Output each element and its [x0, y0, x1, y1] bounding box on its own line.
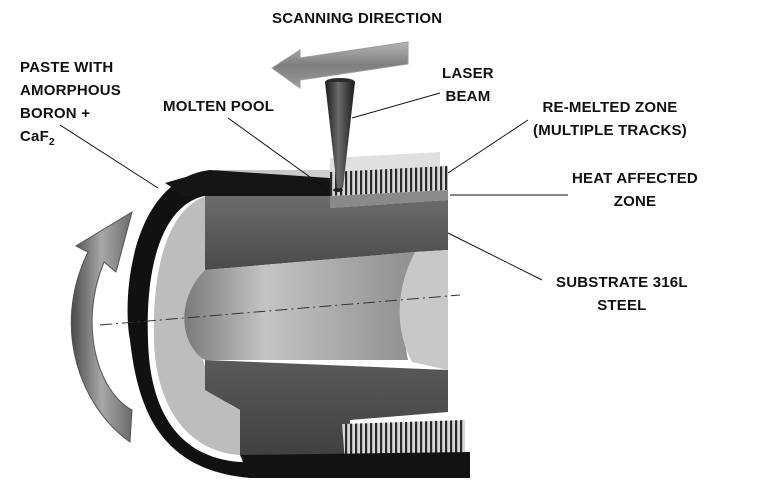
label-text: BEAM [445, 88, 491, 105]
remelted-tracks-bottom [342, 420, 465, 462]
label-heat-affected-zone: HEAT AFFECTED ZONE [572, 167, 698, 213]
label-text: PASTE WITH [20, 59, 114, 76]
label-paste: PASTE WITH AMORPHOUS BORON + CaF2 [20, 56, 121, 154]
formula-base: CaF [20, 128, 49, 145]
label-scanning-direction: SCANNING DIRECTION [272, 7, 442, 30]
label-text: MOLTEN POOL [163, 98, 275, 115]
formula-subscript: 2 [48, 137, 55, 148]
label-remelted-zone: RE-MELTED ZONE (MULTIPLE TRACKS) [533, 96, 687, 142]
rotation-arrow [70, 210, 133, 443]
leader-laser-beam [351, 92, 441, 119]
remelted-tracks-top [330, 166, 448, 196]
bore-end-face [399, 250, 448, 370]
leader-molten-pool [227, 117, 329, 191]
heat-affected-strip [330, 190, 448, 208]
label-text: SCANNING DIRECTION [272, 10, 443, 27]
label-molten-pool: MOLTEN POOL [163, 95, 274, 118]
leader-paste [59, 124, 159, 189]
label-text: SUBSTRATE 316L [556, 274, 688, 291]
upper-cut-face [205, 196, 448, 270]
leader-substrate [447, 232, 543, 281]
molten-pool [333, 188, 343, 192]
label-text: HEAT AFFECTED [572, 170, 698, 187]
label-text: RE-MELTED ZONE [542, 99, 678, 116]
label-text: (MULTIPLE TRACKS) [533, 122, 687, 139]
label-text: STEEL [597, 297, 647, 314]
lower-cut-face [205, 360, 448, 460]
coating-top-strip [165, 170, 330, 196]
label-text: AMORPHOUS [20, 82, 121, 99]
label-laser-beam: LASER BEAM [442, 62, 494, 108]
scanning-direction-arrow [271, 41, 409, 89]
center-axis [99, 294, 461, 326]
label-substrate: SUBSTRATE 316L STEEL [556, 271, 688, 317]
label-text: BORON + [20, 105, 91, 122]
leader-lines [59, 92, 568, 281]
coating-layer [127, 170, 470, 478]
paste-formula: CaF2 [20, 125, 121, 154]
label-text: LASER [442, 65, 494, 82]
label-text: ZONE [613, 193, 657, 210]
leader-remelted [447, 119, 529, 174]
bore-surface [184, 252, 415, 360]
laser-beam [325, 78, 355, 192]
cylinder-workpiece [127, 152, 470, 478]
